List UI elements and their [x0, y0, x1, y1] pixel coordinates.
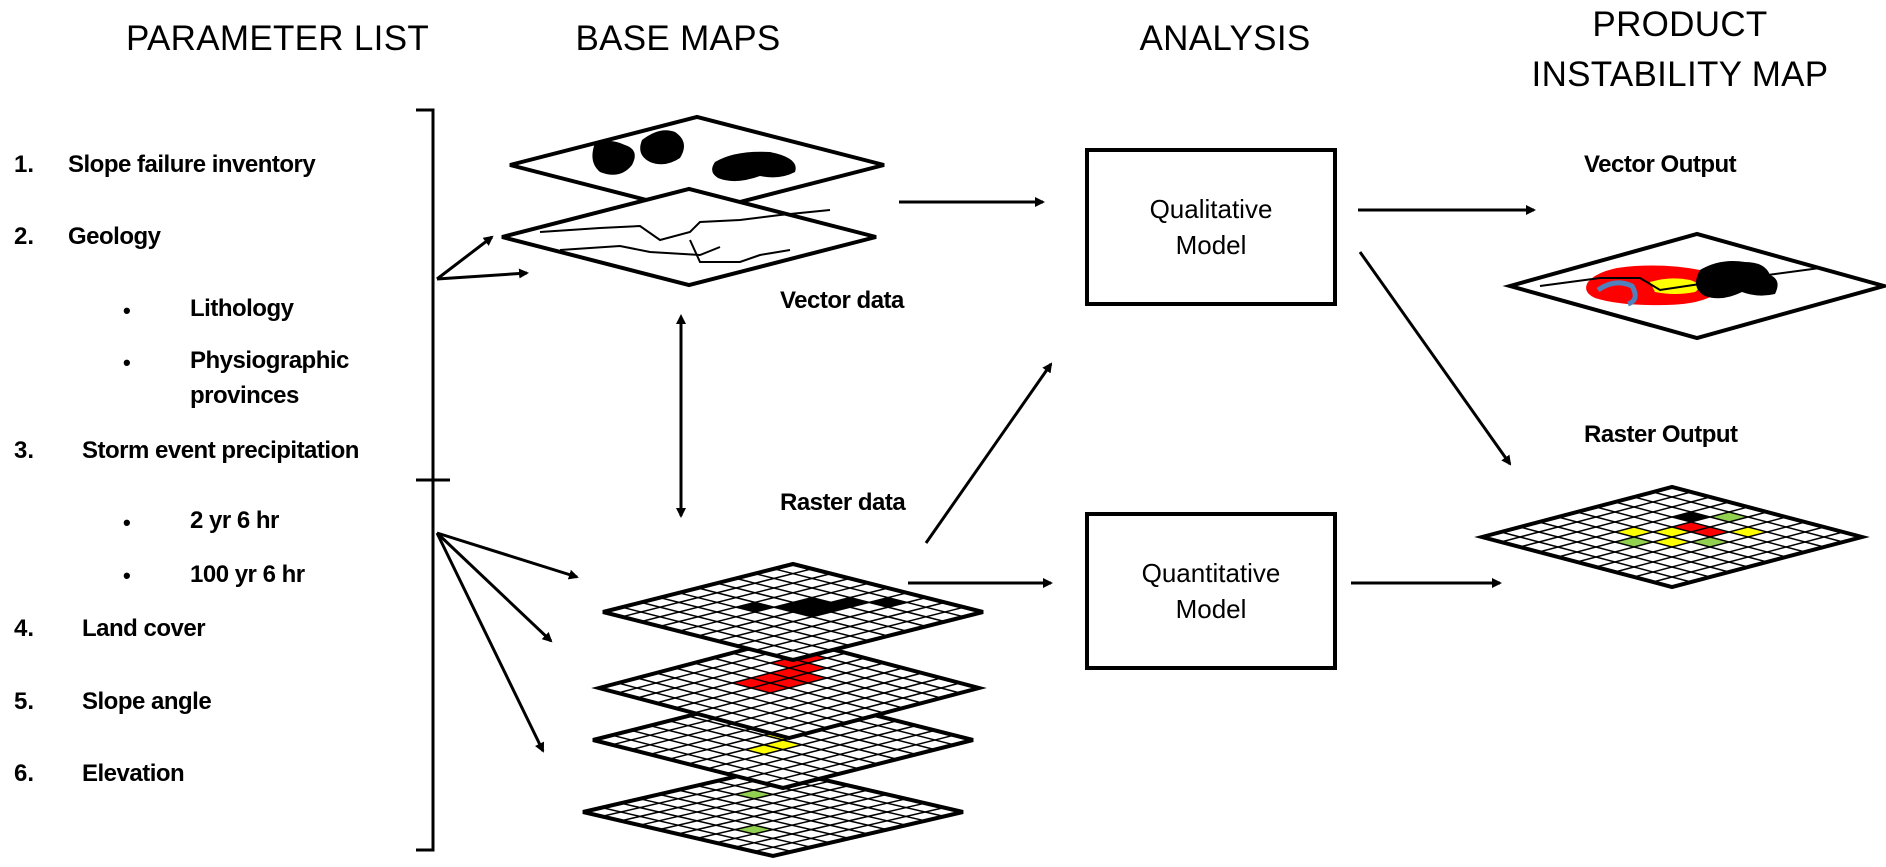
bullet-icon: •: [123, 350, 131, 375]
subitem-provinces: provinces: [190, 382, 299, 409]
parameter-geology: Geology: [68, 223, 161, 250]
subitem-physiographic: Physiographic: [190, 347, 349, 374]
arrow-raster-to-qualitative: [924, 362, 1053, 544]
parameter-slope-failure-inventory: Slope failure inventory: [68, 151, 316, 178]
parameter-elevation: Elevation: [82, 760, 185, 787]
parameter-number: 1.: [14, 151, 35, 178]
parameter-slope-angle: Slope angle: [82, 688, 212, 715]
arrow-to-raster-3: [435, 532, 545, 753]
raster-output-map: [1474, 484, 1870, 590]
subitem-lithology: Lithology: [190, 295, 294, 322]
base-maps-header: BASE MAPS: [575, 19, 781, 58]
product-header-line1: PRODUCT: [1592, 5, 1768, 44]
bullet-icon: •: [123, 563, 131, 588]
subitem-100yr-6hr: 100 yr 6 hr: [190, 561, 305, 588]
qualitative-model-box: Qualitative Model: [1085, 148, 1337, 306]
vector-layer-lines: [501, 186, 877, 288]
quantitative-model-line2: Model: [1175, 594, 1247, 624]
parameter-number: 6.: [14, 760, 35, 787]
raster-layer-black: [602, 561, 984, 663]
subitem-2yr-6hr: 2 yr 6 hr: [190, 507, 279, 534]
parameter-list-header: PARAMETER LIST: [125, 19, 430, 58]
raster-layer-red: [591, 635, 987, 741]
qualitative-model-line1: Qualitative: [1149, 194, 1273, 224]
vector-layer-polygons: [509, 114, 885, 216]
parameter-number: 5.: [14, 688, 35, 715]
arrow-qualitative-to-raster-output: [1358, 251, 1512, 466]
analysis-header: ANALYSIS: [1139, 19, 1311, 58]
bullet-icon: •: [123, 510, 131, 535]
parameter-bracket-upper: [416, 108, 435, 482]
raster-cell: [793, 607, 831, 617]
raster-output-label: Raster Output: [1584, 421, 1738, 448]
parameter-storm-event-precipitation: Storm event precipitation: [82, 437, 359, 464]
parameter-number: 4.: [14, 615, 35, 642]
arrow-to-raster-2: [435, 531, 553, 643]
vector-output-label: Vector Output: [1584, 151, 1737, 178]
vector-data-label: Vector data: [780, 287, 904, 314]
parameter-number: 2.: [14, 223, 35, 250]
bullet-icon: •: [123, 298, 131, 323]
arrow-to-vector-upper: [436, 235, 494, 281]
arrow-to-vector-lower: [436, 268, 529, 281]
raster-layer-green: [582, 765, 964, 859]
parameter-number: 3.: [14, 437, 35, 464]
quantitative-model-line1: Quantitative: [1141, 558, 1281, 588]
product-header-line2: INSTABILITY MAP: [1531, 55, 1829, 94]
parameter-bracket-lower: [416, 478, 450, 852]
parameter-land-cover: Land cover: [82, 615, 206, 642]
quantitative-model-box: Quantitative Model: [1085, 512, 1337, 670]
vector-output-map: [1502, 231, 1886, 341]
arrow-to-raster-1: [436, 531, 579, 580]
qualitative-model-line2: Model: [1175, 230, 1247, 260]
raster-data-label: Raster data: [780, 489, 906, 516]
